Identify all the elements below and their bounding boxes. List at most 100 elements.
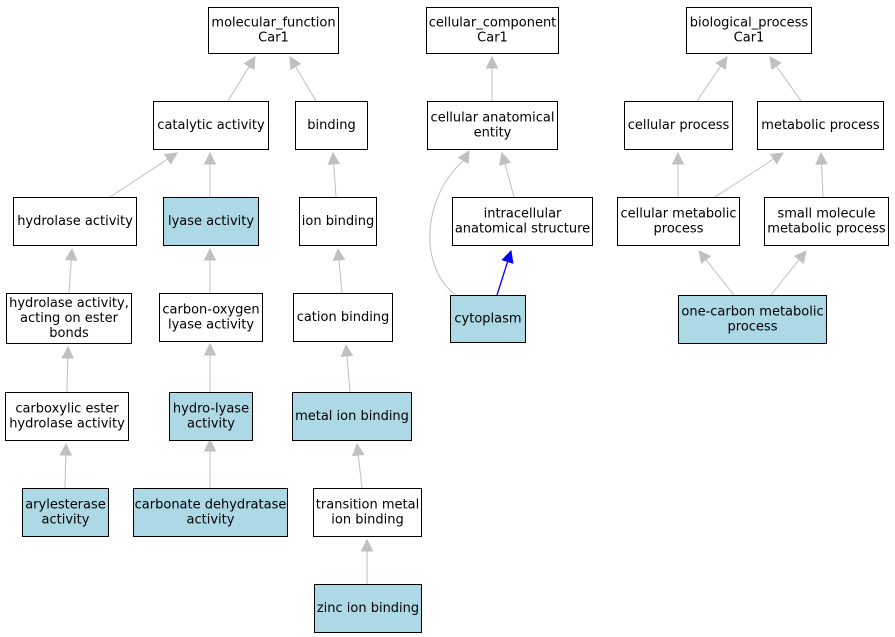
node-label: Car1 xyxy=(734,31,765,46)
go-term-node-metal: metal ion binding xyxy=(292,392,412,441)
node-label: small molecule xyxy=(778,207,876,222)
edge-ocmp-smmp xyxy=(770,250,807,296)
node-label: cation binding xyxy=(297,310,390,325)
node-label: transition metal xyxy=(316,498,419,513)
node-box xyxy=(686,7,812,54)
node-box xyxy=(452,197,593,246)
edge-bind-mf xyxy=(289,56,317,102)
node-box xyxy=(764,197,889,246)
node-box xyxy=(6,293,132,344)
edge-hydrolyase-colyase xyxy=(203,342,217,392)
node-label: lyase activity xyxy=(168,214,254,229)
node-label: arylesterase xyxy=(25,498,106,513)
node-box xyxy=(22,488,109,537)
edge-cyto-ias xyxy=(496,249,514,296)
edge-ias-cae xyxy=(498,151,515,198)
go-term-node-bind: binding xyxy=(295,101,368,150)
node-label: hydrolase activity xyxy=(9,417,125,432)
node-label: hydrolase activity, xyxy=(9,296,129,311)
edge-metal-cation xyxy=(340,343,354,393)
node-label: cellular anatomical xyxy=(431,111,555,126)
edge-aryl-carbx xyxy=(59,442,73,489)
edge-hyd-cat xyxy=(109,152,178,198)
go-term-node-cation: cation binding xyxy=(293,293,393,342)
node-label: acting on ester xyxy=(20,311,119,326)
node-label: ion binding xyxy=(331,513,403,528)
edge-cae-cc xyxy=(485,55,499,101)
node-label: hydrolase activity xyxy=(17,214,133,229)
node-label: catalytic activity xyxy=(157,118,265,133)
node-label: cellular_component xyxy=(429,16,557,31)
node-box xyxy=(757,101,884,150)
node-box xyxy=(427,101,558,150)
node-box xyxy=(617,197,740,246)
node-box xyxy=(13,197,137,246)
node-label: activity xyxy=(187,513,235,528)
edge-cp-bp xyxy=(696,56,728,102)
go-term-node-zinc: zinc ion binding xyxy=(314,584,422,633)
edge-cyto-cae xyxy=(429,150,470,296)
edge-lyase-cat xyxy=(203,151,217,197)
go-term-node-cyto: cytoplasm xyxy=(450,295,526,343)
go-term-node-mp: metabolic process xyxy=(757,101,884,150)
node-label: one-carbon metabolic xyxy=(681,305,823,320)
node-label: activity xyxy=(42,513,90,528)
go-term-node-lyase: lyase activity xyxy=(163,197,259,246)
node-label: metabolic process xyxy=(767,222,886,237)
node-box xyxy=(292,392,412,441)
node-box xyxy=(624,101,733,150)
node-box xyxy=(169,392,253,441)
node-box xyxy=(426,7,559,54)
edge-mp-bp xyxy=(769,56,802,102)
node-label: carbonate dehydratase xyxy=(135,498,287,513)
edge-cmp-cp xyxy=(671,151,685,197)
node-box xyxy=(295,101,368,150)
edge-cation-ionb xyxy=(332,247,346,294)
node-label: cytoplasm xyxy=(454,312,521,327)
node-label: bonds xyxy=(49,326,89,341)
node-label: zinc ion binding xyxy=(317,601,419,616)
edge-trans-metal xyxy=(352,442,365,489)
node-label: process xyxy=(728,320,778,335)
node-label: hydro-lyase xyxy=(173,402,249,417)
node-box xyxy=(5,392,129,441)
node-box xyxy=(299,197,377,246)
edge-ionb-bind xyxy=(327,151,341,198)
edge-colyase-lyase xyxy=(203,247,217,293)
node-box xyxy=(450,295,526,343)
node-box xyxy=(293,293,393,342)
node-box xyxy=(678,295,827,344)
node-box xyxy=(133,488,288,537)
node-box xyxy=(313,488,422,537)
node-box xyxy=(314,584,422,633)
go-term-node-ionb: ion binding xyxy=(299,197,377,246)
edge-smmp-mp xyxy=(815,151,828,198)
node-box xyxy=(159,293,263,342)
node-label: lyase activity xyxy=(168,318,254,333)
node-label: ion binding xyxy=(302,214,374,229)
edge-cmp-mp xyxy=(714,152,784,198)
node-label: biological_process xyxy=(690,16,809,31)
go-term-node-cp: cellular process xyxy=(624,101,733,150)
go-term-node-hyd: hydrolase activity xyxy=(13,197,137,246)
node-box xyxy=(208,7,339,54)
node-label: molecular_function xyxy=(211,16,335,31)
node-label: Car1 xyxy=(258,31,289,46)
node-label: metabolic process xyxy=(761,118,880,133)
edge-ocmp-cmp xyxy=(698,250,735,296)
node-label: activity xyxy=(187,417,235,432)
